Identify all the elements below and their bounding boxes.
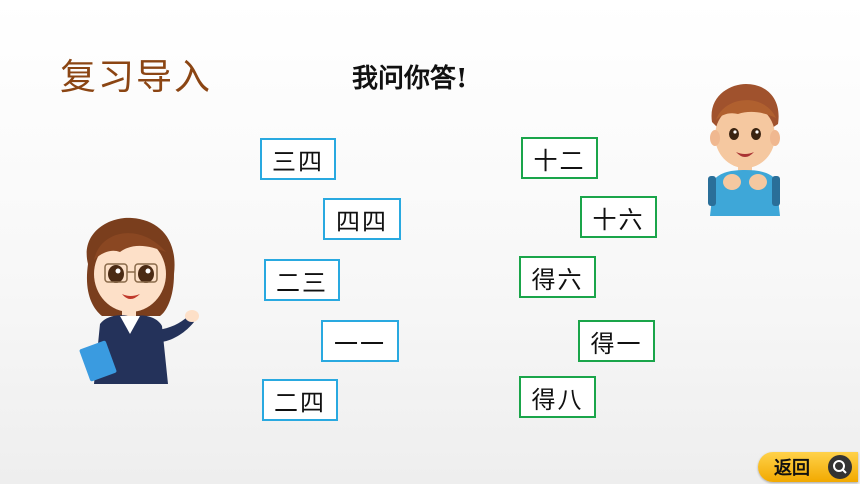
card-left-2[interactable]: 四四 [323, 198, 401, 240]
search-icon [828, 455, 852, 479]
card-left-3[interactable]: 二三 [264, 259, 340, 301]
back-button[interactable]: 返回 [758, 452, 858, 482]
card-right-1[interactable]: 十二 [521, 137, 598, 179]
card-left-5[interactable]: 二四 [262, 379, 338, 421]
back-button-label: 返回 [774, 458, 810, 479]
boy-student-illustration [708, 84, 780, 216]
card-right-4[interactable]: 得一 [578, 320, 655, 362]
card-left-4[interactable]: 一一 [321, 320, 399, 362]
card-right-2[interactable]: 十六 [580, 196, 657, 238]
card-left-1[interactable]: 三四 [260, 138, 336, 180]
card-right-5[interactable]: 得八 [519, 376, 596, 418]
prompt-text: 我问你答! [352, 64, 468, 94]
section-title: 复习导入 [60, 57, 213, 98]
card-right-3[interactable]: 得六 [519, 256, 596, 298]
girl-teacher-illustration [79, 217, 199, 384]
